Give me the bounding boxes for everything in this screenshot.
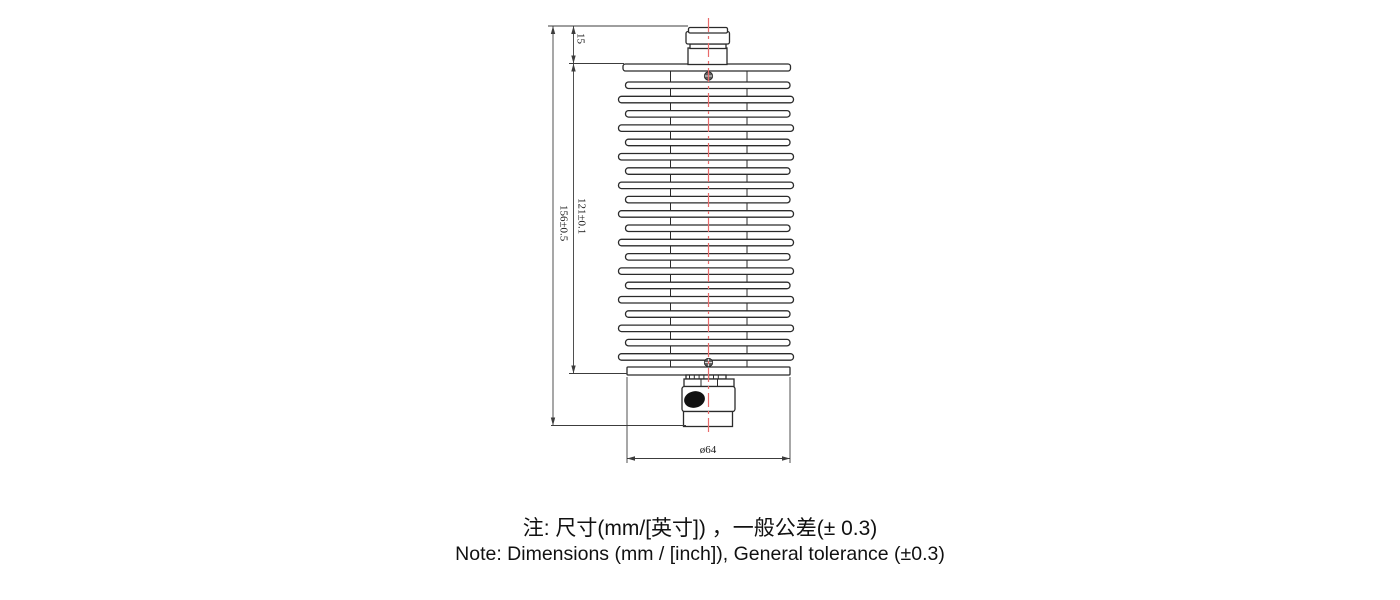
heatsink-fin: [617, 181, 795, 190]
arrowhead-icon: [571, 63, 576, 72]
arrowhead-icon: [782, 456, 790, 461]
notes-block: 注: 尺寸(mm/[英寸]) ，一般公差(± 0.3) Note: Dimens…: [0, 516, 1400, 567]
heatsink-fin: [624, 281, 791, 290]
heatsink-fin: [624, 338, 791, 347]
heatsink-fin: [617, 210, 795, 218]
heatsink-fin: [624, 195, 791, 204]
heatsink-fin: [617, 152, 795, 161]
heatsink-fin: [624, 252, 791, 261]
dimension-label-connector: 15: [575, 33, 587, 45]
heatsink-fin: [617, 267, 795, 276]
heatsink-fin: [624, 310, 791, 318]
dimension-label-diameter: ø64: [700, 444, 717, 456]
heatsink-fin: [617, 95, 795, 104]
heatsink-fins: [617, 81, 795, 361]
arrowhead-icon: [571, 55, 576, 64]
heatsink-fin: [624, 224, 791, 233]
arrowhead-icon: [550, 417, 556, 426]
note-chinese: 注: 尺寸(mm/[英寸]) ，一般公差(± 0.3): [522, 517, 878, 540]
top-connector: [685, 26, 731, 66]
note-english: Note: Dimensions (mm / [inch]), General …: [455, 543, 945, 565]
connector-hole: [684, 391, 705, 408]
heatsink-fin: [624, 109, 791, 118]
heatsink-fin: [624, 138, 791, 147]
arrowhead-icon: [571, 365, 576, 374]
heatsink-fin: [617, 124, 795, 133]
extension-lines: [548, 25, 791, 463]
dimension-diameter: ø64: [627, 444, 790, 461]
arrowhead-icon: [571, 26, 576, 34]
top-connector-body: [687, 47, 728, 66]
arrowhead-icon: [550, 26, 556, 34]
dimension-chain: 15 121±0.1: [571, 26, 588, 374]
dimension-label-body: 121±0.1: [576, 198, 588, 234]
heatsink-fin: [617, 238, 795, 247]
dimension-label-overall: 156±0.5: [558, 205, 570, 242]
heatsink-fin: [617, 295, 795, 304]
heatsink-fin: [624, 81, 791, 90]
arrowhead-icon: [627, 456, 635, 461]
heatsink-fin: [617, 324, 795, 333]
heatsink-fin: [624, 167, 791, 175]
dimension-overall-height: 156±0.5: [550, 26, 570, 426]
